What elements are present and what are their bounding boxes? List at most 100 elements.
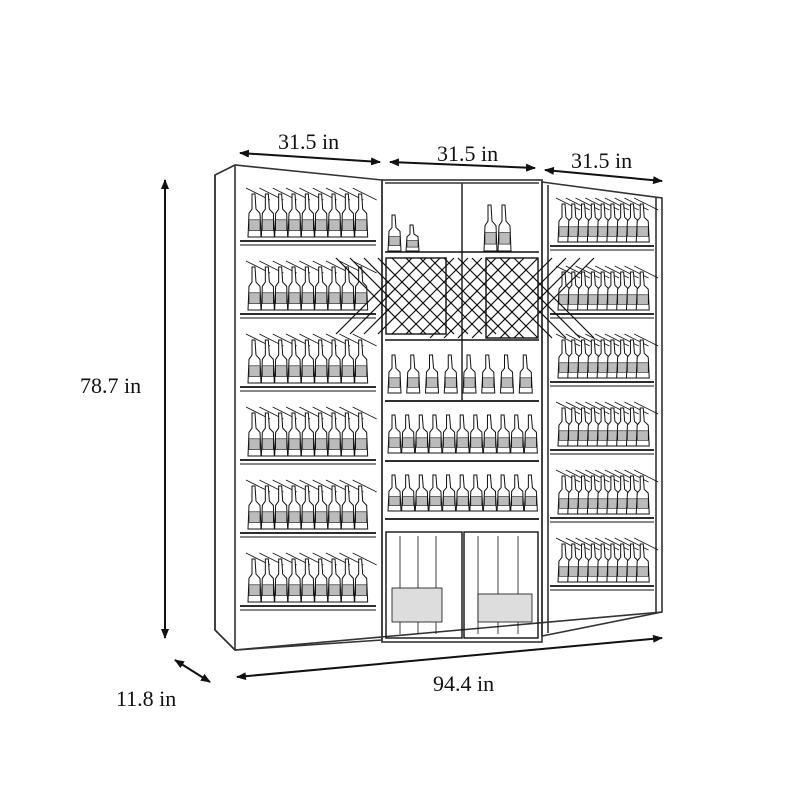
wine-bottle	[401, 474, 416, 512]
bottle-rail	[575, 197, 600, 211]
cabinet-door-left	[385, 531, 463, 639]
wine-bottle	[314, 485, 329, 530]
wine-bottle	[428, 474, 443, 512]
wine-bottle	[287, 558, 302, 603]
wine-bottle	[469, 414, 484, 454]
bottle-rail	[614, 469, 639, 483]
bottle-rail	[565, 469, 590, 483]
wine-bottle	[274, 485, 289, 530]
wine-bottle	[247, 558, 262, 603]
wine-bottle	[314, 266, 329, 311]
bottle-rail	[614, 333, 639, 347]
bottle-rail	[555, 469, 581, 483]
bottle-rail	[575, 401, 600, 415]
wine-bottle	[300, 558, 315, 603]
wine-bottle	[428, 414, 443, 454]
bottle-rail	[575, 537, 600, 551]
bottle-rail	[585, 333, 610, 347]
cabinet-door-right	[463, 531, 539, 639]
wine-bottle	[510, 414, 525, 454]
wine-bottle	[314, 339, 329, 384]
wine-bottle	[497, 204, 512, 252]
bottle-rail	[352, 479, 377, 493]
wine-bottle	[635, 271, 650, 311]
bottle-rail	[614, 537, 639, 551]
wine-bottle	[247, 412, 262, 457]
wine-bottle	[354, 558, 369, 603]
bottle-rail	[585, 265, 610, 279]
bottle-rail	[594, 197, 620, 211]
wine-bottle	[518, 354, 533, 394]
wine-bottle	[340, 485, 355, 530]
wine-bottle	[300, 412, 315, 457]
width-center-arrow	[389, 158, 536, 172]
left-section-shelves	[240, 187, 377, 611]
bottle-rail	[565, 537, 590, 551]
bottle-rail	[604, 401, 630, 415]
bottle-rail	[604, 265, 630, 279]
width-left-arrow	[239, 149, 381, 166]
bottle-rail	[634, 401, 659, 415]
wine-bottle	[260, 485, 275, 530]
wine-bottle	[482, 414, 497, 454]
bottle-rail	[352, 333, 377, 347]
total-width-arrow	[236, 634, 663, 681]
wine-bottle	[327, 339, 342, 384]
wine-bottle	[287, 339, 302, 384]
bottle-rail	[585, 537, 610, 551]
wine-bottle	[405, 224, 420, 252]
total-width-label: 94.4 in	[433, 671, 495, 696]
wine-bottle	[327, 558, 342, 603]
wine-bottle	[287, 193, 302, 238]
cabinet-contents	[391, 587, 443, 623]
wine-bottle	[247, 193, 262, 238]
bottle-rail	[634, 265, 659, 279]
wine-bottle	[260, 266, 275, 311]
wine-bottle	[340, 412, 355, 457]
wine-bottle	[327, 266, 342, 311]
bottle-rail	[624, 469, 649, 483]
wine-bottle	[523, 474, 538, 512]
wine-bottle	[482, 474, 497, 512]
wine-bottle	[314, 412, 329, 457]
wine-bottle	[387, 474, 402, 512]
wine-bottle	[635, 203, 650, 243]
wine-bottle	[260, 193, 275, 238]
bottle-rail	[555, 401, 581, 415]
wine-bottle	[523, 414, 538, 454]
wine-bottle	[274, 193, 289, 238]
wine-bottle	[387, 214, 402, 252]
wine-bottle	[496, 414, 511, 454]
lattice-cubby	[335, 257, 497, 335]
wine-bottle	[247, 266, 262, 311]
bottle-rail	[555, 333, 581, 347]
wine-bottle	[483, 204, 498, 252]
wine-bottle	[247, 339, 262, 384]
wine-bottle	[274, 558, 289, 603]
bottle-rail	[565, 333, 590, 347]
wine-bottle	[260, 558, 275, 603]
lattice-cubby	[429, 257, 595, 339]
wine-bottle	[406, 354, 421, 394]
depth-label: 11.8 in	[116, 686, 177, 711]
bottle-rail	[352, 552, 377, 566]
bottle-rail	[575, 469, 600, 483]
bottle-rail	[614, 401, 639, 415]
wine-bottle	[287, 412, 302, 457]
wine-bottle	[510, 474, 525, 512]
bottle-rail	[604, 333, 630, 347]
wine-bottle	[287, 485, 302, 530]
depth-arrow	[174, 659, 211, 683]
bottle-rail	[614, 197, 639, 211]
bottle-rail	[624, 265, 649, 279]
wine-bottle	[247, 485, 262, 530]
wine-bottle	[340, 266, 355, 311]
wine-bottle	[314, 193, 329, 238]
wine-bottle	[635, 407, 650, 447]
bottle-rail	[624, 333, 649, 347]
cabinet-contents	[477, 593, 533, 623]
bottle-rail	[594, 401, 620, 415]
bottle-rail	[614, 265, 639, 279]
bottle-rail	[585, 469, 610, 483]
width-center-label: 31.5 in	[437, 141, 499, 166]
